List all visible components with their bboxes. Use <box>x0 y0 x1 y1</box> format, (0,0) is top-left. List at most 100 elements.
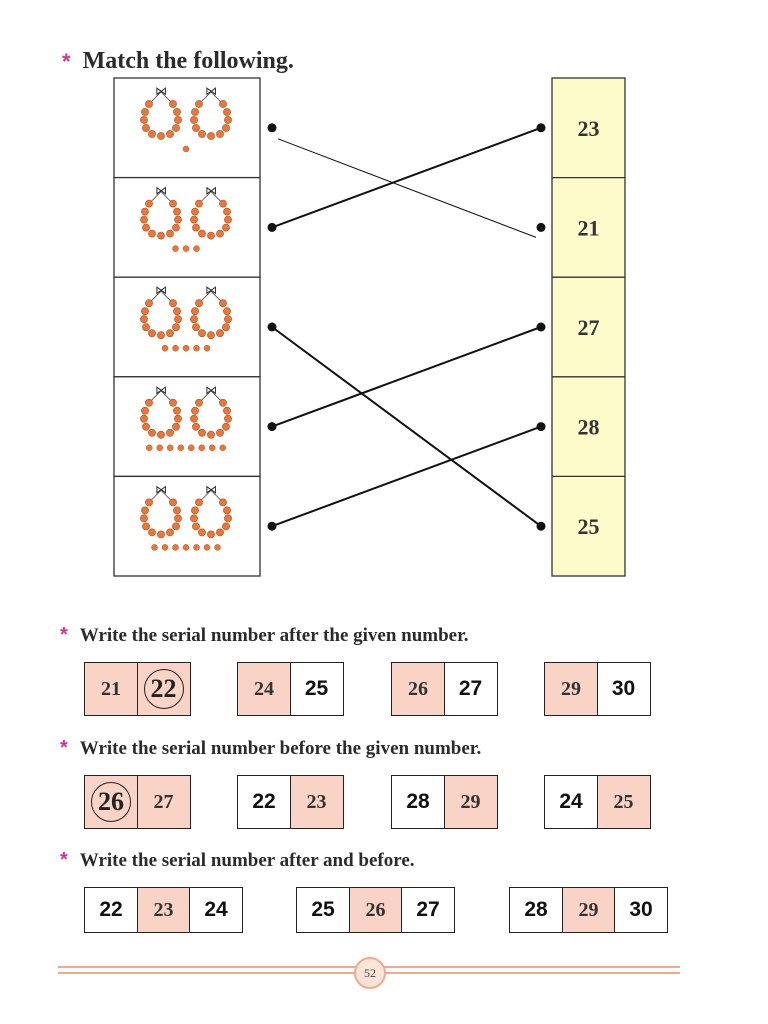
bead <box>169 398 177 407</box>
number-value: 22 <box>143 669 184 709</box>
bead <box>223 506 231 515</box>
bead <box>169 100 177 108</box>
bead <box>157 430 165 439</box>
picture-box <box>113 376 261 478</box>
bead <box>198 329 206 338</box>
bead <box>191 307 199 316</box>
number-value: 28 <box>406 790 430 813</box>
bow-icon: ⋈ <box>155 184 167 198</box>
bead <box>224 215 232 224</box>
number-box: 22 <box>84 887 138 933</box>
number-value: 26 <box>365 898 386 921</box>
bead <box>216 428 224 437</box>
number-value: 27 <box>458 677 483 700</box>
number-label: 25 <box>578 514 600 539</box>
number-value: 22 <box>99 898 123 921</box>
number-box: 24 <box>237 662 291 716</box>
bead <box>222 124 230 132</box>
number-value: 27 <box>153 790 174 813</box>
number-box: 30 <box>596 662 651 716</box>
star-icon: * <box>60 624 68 646</box>
bead <box>140 514 148 523</box>
bead <box>166 329 174 338</box>
bead <box>140 414 148 423</box>
bead <box>207 331 215 340</box>
bead <box>195 199 203 208</box>
number-value: 28 <box>524 898 548 921</box>
loose-bead <box>172 544 179 551</box>
bead <box>198 130 206 138</box>
bead <box>173 406 181 415</box>
bead <box>172 422 180 431</box>
match-heading: * Match the following. <box>62 48 294 75</box>
number-value: 21 <box>101 677 121 700</box>
bead <box>190 116 198 124</box>
number-label: 21 <box>578 215 600 240</box>
number-value: 24 <box>559 790 583 813</box>
picture-box <box>113 77 261 179</box>
number-label: 28 <box>578 415 600 440</box>
bead <box>222 223 230 232</box>
bead <box>190 215 198 224</box>
loose-bead <box>161 544 169 551</box>
bow-icon: ⋈ <box>205 84 217 98</box>
bead <box>191 108 199 116</box>
bead <box>166 528 174 537</box>
bead <box>174 514 182 523</box>
loose-bead <box>182 245 190 252</box>
number-column <box>551 77 626 577</box>
page-number: 52 <box>354 957 386 989</box>
number-box: 25 <box>289 662 344 716</box>
bead <box>223 108 231 116</box>
bead <box>191 506 199 515</box>
bead <box>224 315 232 324</box>
bead <box>223 207 231 216</box>
bead <box>145 398 153 407</box>
bead <box>198 229 206 238</box>
number-box-group: 22 23 <box>237 775 344 829</box>
bead <box>148 329 156 338</box>
loose-bead <box>182 344 190 352</box>
bead <box>141 307 149 316</box>
bead <box>157 331 165 340</box>
bow-icon: ⋈ <box>205 184 217 198</box>
number-box: 21 <box>84 662 138 716</box>
bead <box>223 307 231 316</box>
loose-bead <box>177 444 184 452</box>
star-icon: * <box>60 737 68 759</box>
number-label: 23 <box>578 116 600 141</box>
bead <box>195 100 203 108</box>
right-dot <box>536 123 546 133</box>
bead <box>174 215 182 224</box>
bead <box>216 329 224 338</box>
number-value: 30 <box>611 677 636 700</box>
bead <box>174 315 182 324</box>
match-diagram: ⋈⋈23⋈⋈21⋈⋈27⋈⋈28⋈⋈25 <box>113 77 626 577</box>
number-box: 24 <box>189 887 243 933</box>
section-heading-between: * Write the serial number after and befo… <box>60 849 415 872</box>
bead <box>191 406 199 415</box>
number-value: 26 <box>91 782 131 822</box>
bead <box>173 108 181 116</box>
number-box: 22 <box>237 775 291 829</box>
bead <box>195 299 203 308</box>
bow-icon: ⋈ <box>155 482 167 496</box>
bow-icon: ⋈ <box>205 482 217 496</box>
bead <box>219 398 227 407</box>
bead <box>222 522 230 531</box>
number-value: 23 <box>306 790 327 813</box>
bead <box>148 428 156 437</box>
number-box-group: 22 23 24 <box>84 887 243 933</box>
number-value: 29 <box>578 898 599 921</box>
bead <box>142 223 150 232</box>
loose-bead <box>172 344 179 352</box>
star-icon: * <box>62 48 71 74</box>
bead <box>142 323 150 332</box>
match-line <box>277 138 537 238</box>
number-box: 24 <box>544 775 598 829</box>
number-value: 23 <box>153 898 174 921</box>
bow-icon: ⋈ <box>155 84 167 98</box>
number-value: 22 <box>252 790 276 813</box>
bead <box>166 428 174 437</box>
